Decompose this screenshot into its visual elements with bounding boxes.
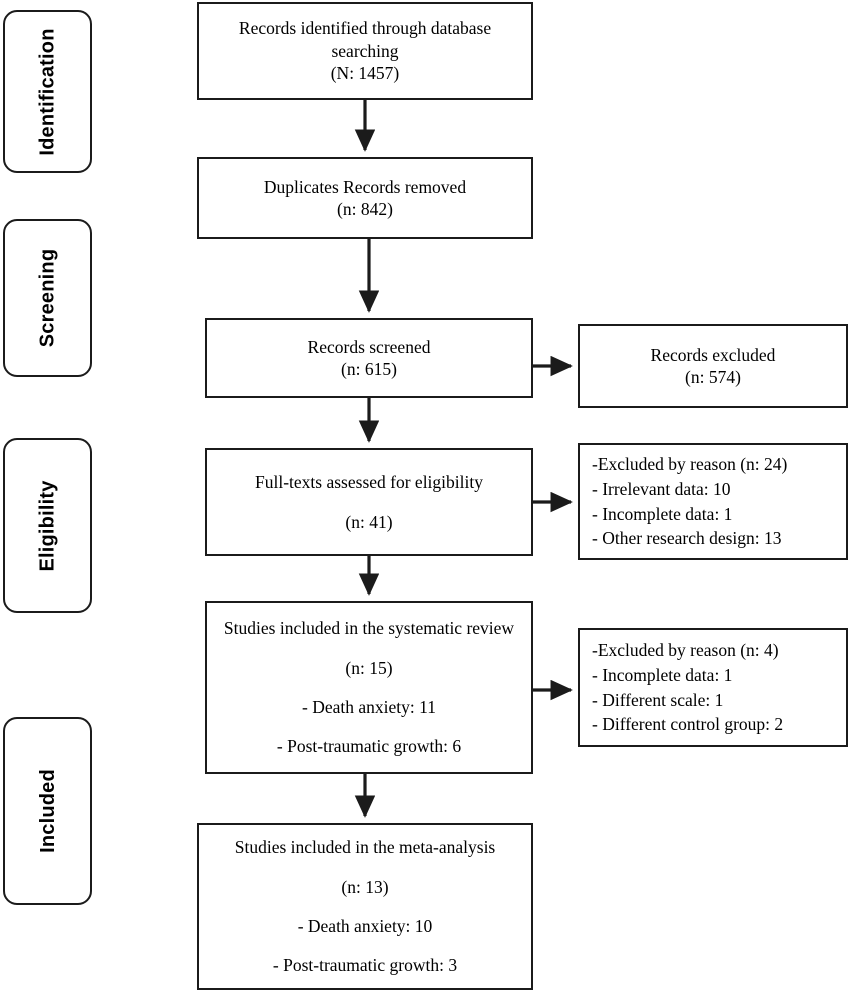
- excluded-included-reason-2: - Different scale: 1: [592, 689, 724, 710]
- excluded-eligibility-reason-2: - Incomplete data: 1: [592, 503, 733, 524]
- studies-included-systematic-review-box: Studies included in the systematic revie…: [205, 601, 533, 774]
- records-identified-line-1: Records identified through database: [238, 18, 492, 39]
- systematic-review-breakdown-1: - Death anxiety: 11: [302, 697, 436, 717]
- duplicates-removed-count: (n: 842): [337, 199, 393, 219]
- meta-analysis-breakdown-1: - Death anxiety: 10: [297, 916, 433, 936]
- phase-pill-included: Included: [3, 717, 92, 905]
- meta-analysis-breakdown-2: - Post-traumatic growth: 3: [272, 955, 458, 976]
- excluded-included-reason-3: - Different control group: 2: [592, 714, 784, 735]
- records-excluded-line-1: Records excluded: [650, 344, 776, 365]
- records-screened-count: (n: 615): [341, 359, 397, 379]
- duplicates-removed-box: Duplicates Records removed (n: 842): [197, 157, 533, 239]
- full-texts-assessed-count: (n: 41): [345, 511, 393, 532]
- meta-analysis-count: (n: 13): [341, 876, 389, 897]
- excluded-eligibility-reason-3: - Other research design: 13: [592, 528, 782, 549]
- systematic-review-count: (n: 15): [345, 657, 393, 678]
- records-identified-line-2: searching: [331, 40, 399, 61]
- full-texts-assessed-box: Full-texts assessed for eligibility (n: …: [205, 448, 533, 556]
- records-screened-box: Records screened (n: 615): [205, 318, 533, 398]
- duplicates-removed-line-1: Duplicates Records removed: [263, 176, 467, 197]
- studies-included-meta-analysis-box: Studies included in the meta-analysis (n…: [197, 823, 533, 990]
- records-excluded-box: Records excluded (n: 574): [578, 324, 848, 408]
- excluded-by-reason-included-box: -Excluded by reason (n: 4) - Incomplete …: [578, 628, 848, 747]
- excluded-included-reason-1: - Incomplete data: 1: [592, 664, 733, 685]
- systematic-review-line-1: Studies included in the systematic revie…: [223, 618, 515, 639]
- excluded-eligibility-total: -Excluded by reason (n: 24): [592, 453, 788, 474]
- meta-analysis-line-1: Studies included in the meta-analysis: [234, 837, 496, 858]
- records-excluded-count: (n: 574): [685, 367, 741, 387]
- phase-pill-screening: Screening: [3, 219, 92, 377]
- systematic-review-breakdown-2: - Post-traumatic growth: 6: [276, 736, 462, 757]
- records-identified-count: (N: 1457): [330, 63, 400, 84]
- phase-pill-identification: Identification: [3, 10, 92, 173]
- records-identified-box: Records identified through database sear…: [197, 2, 533, 100]
- excluded-by-reason-eligibility-box: -Excluded by reason (n: 24) - Irrelevant…: [578, 443, 848, 560]
- records-screened-line-1: Records screened: [307, 336, 431, 357]
- excluded-eligibility-reason-1: - Irrelevant data: 10: [592, 478, 731, 499]
- phase-pill-eligibility: Eligibility: [3, 438, 92, 613]
- full-texts-assessed-line-1: Full-texts assessed for eligibility: [255, 472, 483, 493]
- excluded-included-total: -Excluded by reason (n: 4): [592, 639, 779, 660]
